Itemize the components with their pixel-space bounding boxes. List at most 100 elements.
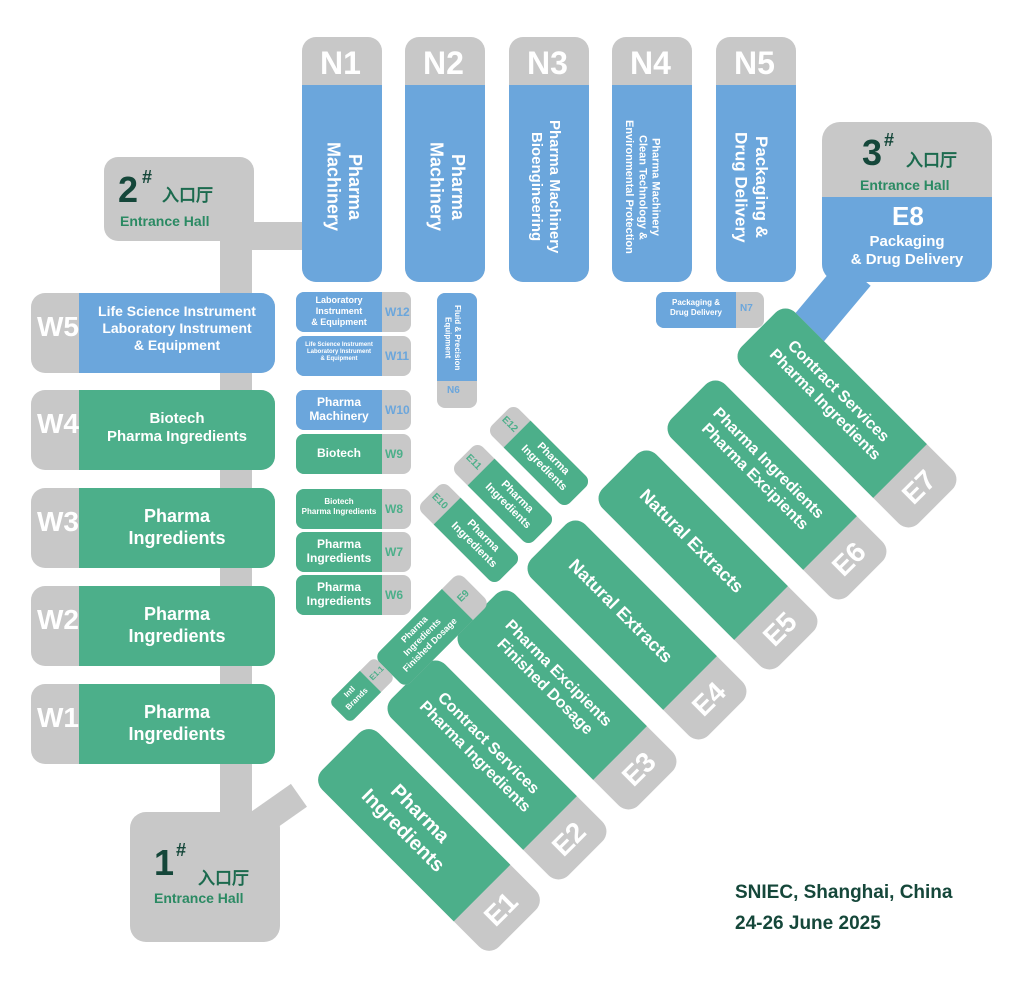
hall-code: W6 <box>385 588 403 602</box>
hall-label: Pharma Ingredients <box>128 506 226 548</box>
hall-w1[interactable]: W1 Pharma Ingredients <box>31 684 275 764</box>
hall-w12-body <box>296 292 382 332</box>
hall-label: Pharma Machinery Clean Technology & Envi… <box>623 120 662 254</box>
hall-label: Laboratory Instrument & Equipment <box>311 295 367 327</box>
hall-n4-body <box>612 85 692 282</box>
hall-w7-body <box>296 532 382 572</box>
hall-w9-body <box>296 434 382 474</box>
hall-code: E3 <box>615 745 662 793</box>
hall-code: N5 <box>734 45 775 81</box>
hall-n2[interactable]: N2 Pharma Machinery <box>405 37 485 282</box>
hall-w5-body <box>79 293 275 373</box>
entrance-number: 1 <box>154 842 175 883</box>
hall-label: Pharma Ingredients <box>128 604 226 646</box>
hall-label: Life Science Instrument Laboratory Instr… <box>98 303 256 353</box>
hall-label: Packaging & Drug Delivery <box>850 233 964 268</box>
hall-code: W9 <box>385 447 403 461</box>
hall-n6[interactable]: Fluid & Precision Equipment N6 <box>437 293 477 408</box>
hall-label: Fluid & Precision Equipment <box>443 305 463 371</box>
hall-code: W10 <box>385 403 410 417</box>
hall-n4[interactable]: N4 Pharma Machinery Clean Technology & E… <box>612 37 692 282</box>
hall-code: E2 <box>545 815 592 863</box>
hall-e8[interactable]: E8 Packaging & Drug Delivery <box>822 197 992 282</box>
hall-code: E12 <box>499 414 520 435</box>
hall-label: Biotech Pharma Ingredients <box>106 410 248 445</box>
hall-code: E11 <box>463 452 484 473</box>
entrance-cn-label: 入口厅 <box>906 151 957 170</box>
hall-code: N7 <box>740 303 753 314</box>
hall-code: W5 <box>37 311 79 342</box>
entrance-hall-2[interactable]: 2 # 入口厅 Entrance Hall <box>104 157 254 241</box>
hall-code: W7 <box>385 545 403 559</box>
venue-text: SNIEC, Shanghai, China <box>735 882 953 903</box>
entrance-en-label: Entrance Hall <box>154 890 244 906</box>
entrance-en-label: Entrance Hall <box>860 177 950 193</box>
hall-w1-body <box>79 684 275 764</box>
dates-text: 24-26 June 2025 <box>735 913 881 934</box>
hall-label: Pharma Ingredients <box>306 537 372 566</box>
entrance-hall-1[interactable]: 1 # 入口厅 Entrance Hall <box>130 812 280 942</box>
hall-w9[interactable]: Biotech W9 <box>296 434 411 474</box>
hall-code: E8 <box>892 201 924 231</box>
hall-code: N3 <box>527 45 568 81</box>
hall-label: Life Science Instrument Laboratory Instr… <box>305 342 373 363</box>
hall-w5[interactable]: W5 Life Science Instrument Laboratory In… <box>31 293 275 373</box>
hall-code: E6 <box>825 535 872 583</box>
hall-code: E1.1 <box>367 664 386 683</box>
hall-n3-body <box>509 85 589 282</box>
hall-code: W12 <box>385 305 410 319</box>
hall-label: Biotech <box>316 446 361 460</box>
hall-code: W4 <box>37 408 79 439</box>
entrance-cn-label: 入口厅 <box>198 869 249 888</box>
hall-w11-body <box>296 336 382 376</box>
entrance-cn-label: 入口厅 <box>162 186 213 205</box>
hall-label: Packaging & Drug Delivery <box>731 131 771 243</box>
hall-w8-body <box>296 489 382 529</box>
entrance-hall-3[interactable]: 3 # 入口厅 Entrance Hall E8 Packaging & Dru… <box>822 122 992 282</box>
hall-w10[interactable]: Pharma Machinery W10 <box>296 390 411 430</box>
hall-label: Pharma Machinery <box>309 395 369 424</box>
hall-w4-body <box>79 390 275 470</box>
hall-code: E7 <box>895 463 942 511</box>
hall-label: Pharma Ingredients <box>306 580 372 609</box>
hall-n3[interactable]: N3 Pharma Machinery Bioengineering <box>509 37 589 282</box>
hall-n5[interactable]: N5 Packaging & Drug Delivery <box>716 37 796 282</box>
hall-label: Pharma Ingredients <box>128 702 226 744</box>
hall-label: Pharma Machinery Bioengineering <box>528 120 563 254</box>
entrance-number: 2 <box>118 169 139 210</box>
entrance-number: 3 <box>862 132 883 173</box>
hall-code: N4 <box>630 45 671 81</box>
hall-w3[interactable]: W3 Pharma Ingredients <box>31 488 275 568</box>
hall-code: W1 <box>37 702 79 733</box>
hall-n1[interactable]: N1 Pharma Machinery <box>302 37 382 282</box>
hall-code: W3 <box>37 506 79 537</box>
hall-w4[interactable]: W4 Biotech Pharma Ingredients <box>31 390 275 470</box>
hall-w11[interactable]: Life Science Instrument Laboratory Instr… <box>296 336 411 376</box>
hall-n2-body <box>405 85 485 282</box>
hall-w8[interactable]: Biotech Pharma Ingredients W8 <box>296 489 411 529</box>
hall-n5-body <box>716 85 796 282</box>
hall-n6-body <box>437 293 477 381</box>
hall-code: W11 <box>385 349 410 363</box>
hall-code: N2 <box>423 45 464 81</box>
hall-w7[interactable]: Pharma Ingredients W7 <box>296 532 411 572</box>
hall-label: Packaging & Drug Delivery <box>669 298 723 317</box>
hall-label: Pharma Machinery <box>323 142 366 232</box>
hall-w3-body <box>79 488 275 568</box>
hall-n7[interactable]: Packaging & Drug Delivery N7 <box>656 292 764 328</box>
hall-w12[interactable]: Laboratory Instrument & Equipment W12 <box>296 292 411 332</box>
hall-code: W2 <box>37 604 79 635</box>
hall-n7-body <box>656 292 736 328</box>
entrance-mark: # <box>142 167 153 187</box>
hall-w2-body <box>79 586 275 666</box>
hall-n1-body <box>302 85 382 282</box>
hall-label: Biotech Pharma Ingredients <box>301 497 377 516</box>
hall-code: E1 <box>477 885 524 933</box>
hall-w6-body <box>296 575 382 615</box>
hall-w2[interactable]: W2 Pharma Ingredients <box>31 586 275 666</box>
entrance-mark: # <box>176 840 187 860</box>
entrance-mark: # <box>884 130 895 150</box>
hall-code: E10 <box>429 491 450 512</box>
hall-code: E4 <box>685 675 732 723</box>
hall-w6[interactable]: Pharma Ingredients W6 <box>296 575 411 615</box>
